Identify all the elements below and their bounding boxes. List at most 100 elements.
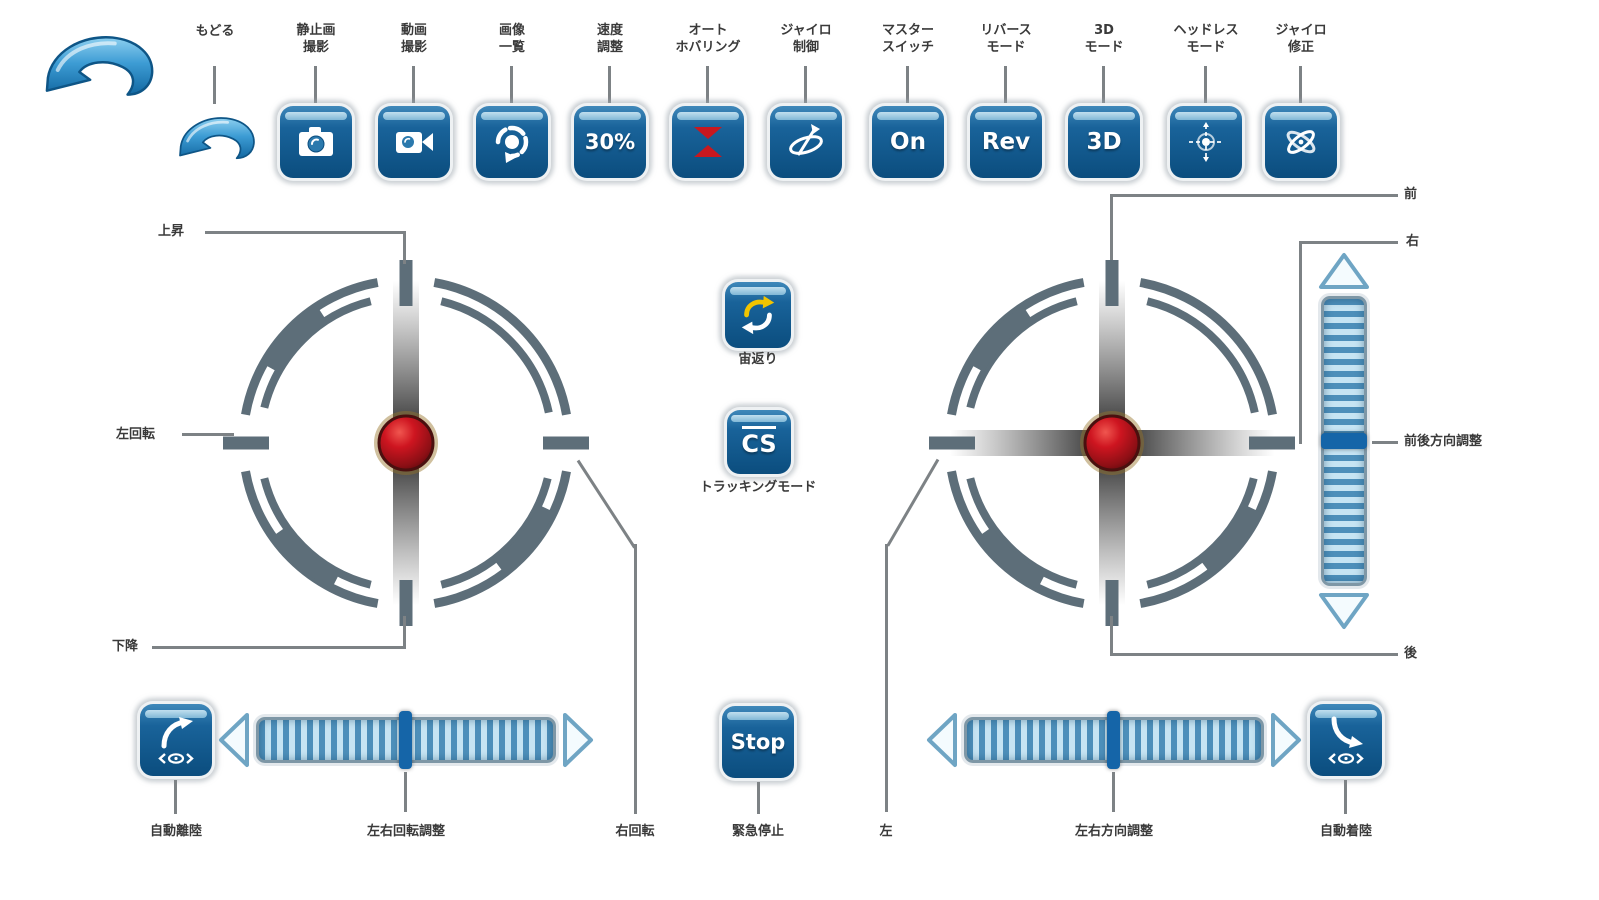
callout-line <box>1344 780 1347 814</box>
callout-line <box>152 646 406 649</box>
gyro-fix-icon <box>1286 130 1316 154</box>
callout-line <box>403 231 406 264</box>
toolbar-label-auto-hover: オートホバリング <box>675 23 741 55</box>
callout-line <box>1204 66 1207 104</box>
callout-line <box>1372 441 1398 444</box>
image-list-icon <box>495 125 529 163</box>
pitch-slider-thumb[interactable] <box>1321 433 1367 449</box>
roll-slider-thumb[interactable] <box>1107 711 1120 769</box>
callout-line <box>1102 66 1105 104</box>
callout-line <box>205 231 406 234</box>
stop-text: Stop <box>730 730 786 754</box>
callout-rotate-right: 右回転 <box>615 824 655 839</box>
right-joystick[interactable] <box>922 253 1302 633</box>
master-switch-button[interactable]: On <box>872 106 944 178</box>
callout-line <box>404 772 407 812</box>
callout-line <box>885 544 888 812</box>
image-list-button[interactable] <box>476 106 548 178</box>
speed-adjust-button[interactable]: 30% <box>574 106 646 178</box>
video-capture-button[interactable] <box>378 106 450 178</box>
callout-backward: 後 <box>1404 646 1418 661</box>
flip-label: 宙返り <box>738 352 778 367</box>
callout-line <box>510 66 513 104</box>
yaw-slider-thumb[interactable] <box>399 711 412 769</box>
reverse-mode-button[interactable]: Rev <box>970 106 1042 178</box>
callout-line <box>804 66 807 104</box>
stick-knob[interactable] <box>1083 414 1141 472</box>
callout-rotate-left: 左回転 <box>116 427 156 442</box>
landing-icon <box>1328 716 1364 764</box>
gyro-control-button[interactable] <box>770 106 842 178</box>
callout-line <box>1112 772 1115 812</box>
joystick-ticks <box>223 260 589 626</box>
callout-line <box>1110 194 1398 197</box>
callout-line <box>174 780 177 814</box>
3d-mode-button[interactable]: 3D <box>1068 106 1140 178</box>
callout-line <box>213 66 216 104</box>
joystick-ring <box>947 278 1277 608</box>
pitch-slider-up-arrow[interactable] <box>1318 252 1370 290</box>
stick-knob[interactable] <box>377 414 435 472</box>
knob-halo <box>1080 411 1144 475</box>
3d-mode-text: 3D <box>1086 129 1122 155</box>
callout-ascend: 上昇 <box>158 224 185 239</box>
callout-line <box>1110 653 1398 656</box>
auto-takeoff-button[interactable] <box>140 704 212 776</box>
callout-line <box>403 616 406 649</box>
knob-halo <box>374 411 438 475</box>
callout-line <box>634 544 637 814</box>
gyro-fix-button[interactable] <box>1265 106 1337 178</box>
callout-line <box>1299 66 1302 104</box>
emergency-stop-label: 緊急停止 <box>731 824 785 839</box>
still-capture-button[interactable] <box>280 106 352 178</box>
camera-icon <box>299 127 333 156</box>
back-button[interactable] <box>176 112 260 170</box>
auto-takeoff-label: 自動離陸 <box>149 824 203 839</box>
callout-right: 右 <box>1406 234 1420 249</box>
yaw-slider-right-arrow[interactable] <box>562 712 594 768</box>
toolbar-label-video-capture: 動画撮影 <box>400 23 427 55</box>
tracking-mode-button[interactable]: CS <box>727 410 791 474</box>
toolbar-label-gyro-control: ジャイロ制御 <box>780 23 832 55</box>
auto-landing-label: 自動着陸 <box>1319 824 1373 839</box>
joystick-ticks <box>929 260 1295 626</box>
yaw-slider-left-arrow[interactable] <box>218 712 250 768</box>
callout-line <box>1110 616 1113 656</box>
yaw-slider-label: 左右回転調整 <box>366 824 446 839</box>
reverse-mode-text: Rev <box>981 129 1031 155</box>
video-camera-icon <box>396 132 433 153</box>
roll-slider-right-arrow[interactable] <box>1270 712 1302 768</box>
roll-slider-left-arrow[interactable] <box>926 712 958 768</box>
callout-line <box>608 66 611 104</box>
auto-landing-button[interactable] <box>1310 704 1382 776</box>
auto-hover-button[interactable] <box>672 106 744 178</box>
callout-line <box>182 433 234 436</box>
back-arrow-icon <box>45 36 154 96</box>
joystick-ring <box>241 278 571 608</box>
roll-slider-label: 左右方向調整 <box>1074 824 1154 839</box>
toolbar-label-gyro-fix: ジャイロ修正 <box>1275 23 1327 55</box>
callout-line <box>1299 241 1398 244</box>
tracking-mode-text: CS <box>741 430 777 458</box>
callout-left: 左 <box>879 824 893 839</box>
big-back-arrow-illustration <box>42 28 160 112</box>
pitch-slider-down-arrow[interactable] <box>1318 592 1370 630</box>
headless-mode-icon <box>1189 122 1223 162</box>
callout-line <box>906 66 909 104</box>
toolbar-label-image-list: 画像一覧 <box>498 23 525 55</box>
emergency-stop-button[interactable]: Stop <box>722 706 794 778</box>
left-joystick[interactable] <box>216 253 596 633</box>
callout-line <box>706 66 709 104</box>
toolbar-label-headless-mode: ヘッドレスモード <box>1173 23 1239 55</box>
callout-forward: 前 <box>1404 187 1418 202</box>
takeoff-icon <box>158 717 194 764</box>
toolbar-label-master-switch: マスタースイッチ <box>881 23 934 55</box>
headless-mode-button[interactable] <box>1170 106 1242 178</box>
auto-hover-icon <box>694 127 722 157</box>
toolbar-label-reverse-mode: リバースモード <box>980 23 1032 55</box>
flip-button[interactable] <box>725 282 791 348</box>
cs-overline <box>742 426 776 429</box>
callout-line <box>1004 66 1007 104</box>
